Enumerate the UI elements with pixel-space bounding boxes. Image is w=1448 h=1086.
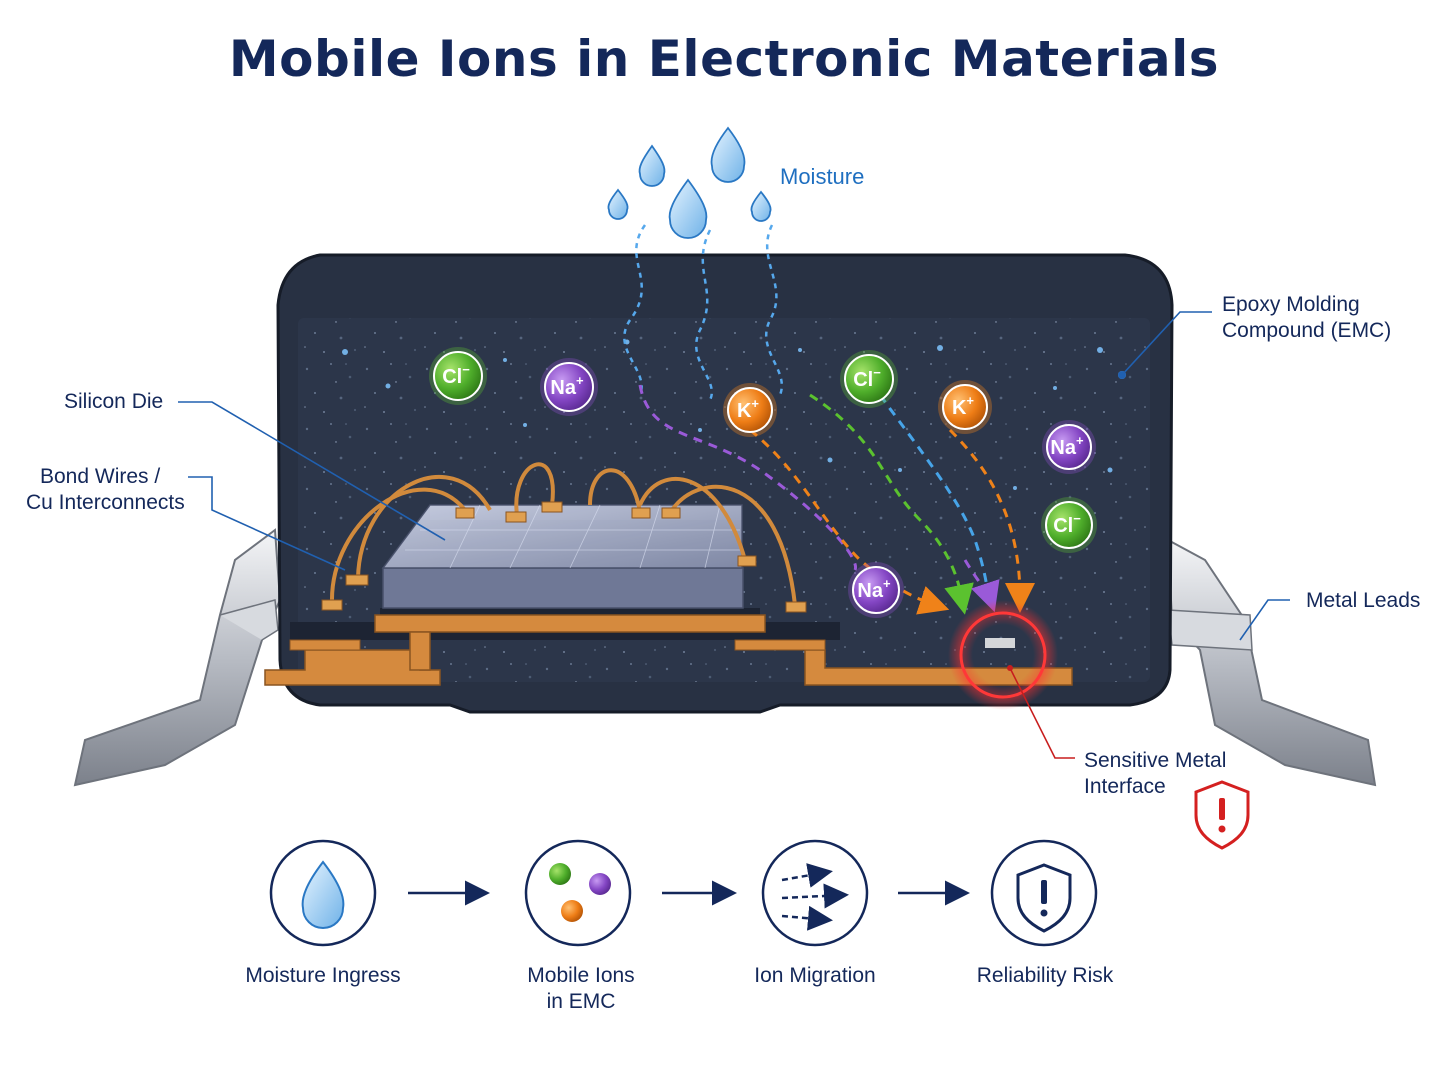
sensitive-interface-highlight (948, 600, 1058, 710)
flow-label-moisture-ingress: Moisture Ingress (245, 964, 401, 987)
flow-label-reliability-risk: Reliability Risk (976, 964, 1114, 987)
moisture-label: Moisture (780, 164, 865, 189)
lead-frame (264, 608, 1073, 686)
moisture-drops (607, 126, 772, 239)
water-drop-icon (710, 126, 746, 183)
ion-na: Na+ (848, 562, 904, 618)
shield-warning-icon (1016, 863, 1072, 933)
water-drop-icon (638, 144, 666, 187)
water-drop-icon (301, 860, 345, 929)
interface-leader-line (1009, 667, 1075, 759)
ion-na: Na+ (540, 358, 598, 416)
ion-na: Na+ (1042, 420, 1096, 474)
interface-label-line1: Sensitive Metal (1084, 749, 1227, 772)
metal-leads-label: Metal Leads (1306, 589, 1421, 612)
silicon-die (381, 504, 744, 609)
emc-label-line2: Compound (EMC) (1222, 319, 1392, 342)
moisture-paths (623, 224, 783, 401)
flow-step-moisture-ingress (269, 839, 377, 947)
flow-step-ion-migration (761, 839, 869, 947)
ions-cluster-icon (549, 863, 611, 922)
bond-pads (321, 501, 807, 613)
migration-arrows-icon (781, 863, 849, 931)
bond-wires-label-line1: Bond Wires / (40, 465, 161, 488)
ion-migration-paths (638, 384, 1035, 615)
ion-cl: Cl− (840, 350, 898, 408)
ion-label: Na+ (550, 373, 584, 399)
water-drop-icon (668, 178, 708, 239)
water-drop-icon (607, 188, 629, 220)
bond-wires (329, 462, 797, 606)
mobile-ions: Cl− Na+ K+ Cl− K+ Na+ Cl− Na+ (429, 347, 1097, 618)
emc-label-line1: Epoxy Molding (1222, 293, 1360, 316)
emc-marker-dot (1118, 371, 1126, 379)
leader-lines (178, 311, 1290, 641)
bond-wires-label-line2: Cu Interconnects (26, 491, 185, 514)
interface-label-line2: Interface (1084, 775, 1166, 798)
warning-shield-icon (1194, 780, 1250, 850)
flow-step-reliability-risk (990, 839, 1098, 947)
ion-k: K+ (723, 383, 777, 437)
ion-cl: Cl− (429, 347, 487, 405)
ion-cl: Cl− (1041, 497, 1097, 553)
metal-lead-left (73, 528, 282, 787)
water-drop-icon (750, 190, 772, 222)
silicon-die-label: Silicon Die (64, 390, 164, 413)
flow-label-ion-migration: Ion Migration (754, 964, 876, 987)
ion-k: K+ (938, 380, 992, 434)
page-title: Mobile Ions in Electronic Materials (228, 30, 1220, 88)
metal-lead-right (1166, 538, 1377, 787)
flow-step-mobile-ions (524, 839, 632, 947)
